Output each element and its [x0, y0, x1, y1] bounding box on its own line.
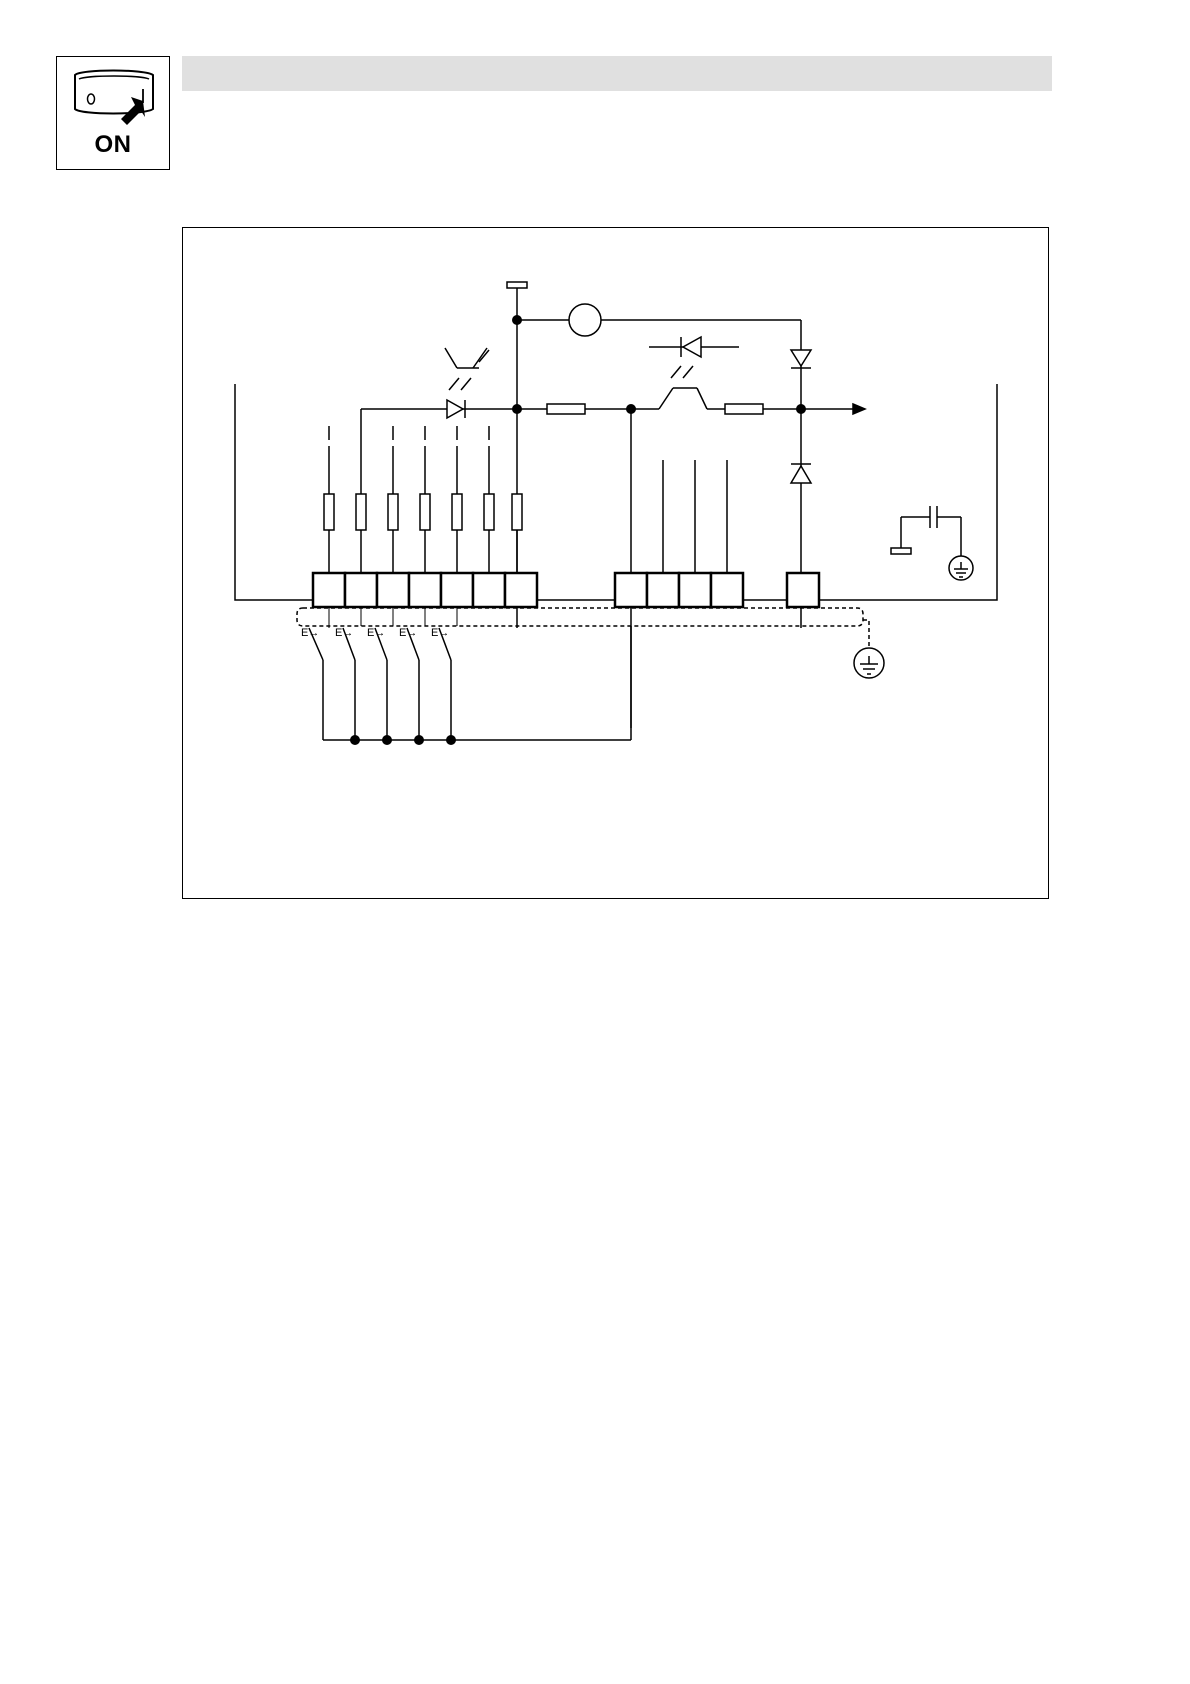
switch-label: E→: [367, 627, 385, 639]
housing-outline: [235, 384, 997, 600]
switch-label: E→: [431, 627, 449, 639]
coil-circle: [569, 304, 601, 336]
power-switch-icon: [57, 57, 171, 127]
circuit-diagram: E→ E→ E→ E→ E→: [182, 227, 1049, 899]
switch-label: E→: [301, 627, 319, 639]
header-bar: [182, 56, 1052, 91]
switch-label: E→: [335, 627, 353, 639]
on-label: ON: [57, 131, 169, 159]
circuit-schematic: E→ E→ E→ E→ E→: [183, 228, 1050, 900]
on-badge: ON: [56, 56, 170, 170]
switch-label: E→: [399, 627, 417, 639]
